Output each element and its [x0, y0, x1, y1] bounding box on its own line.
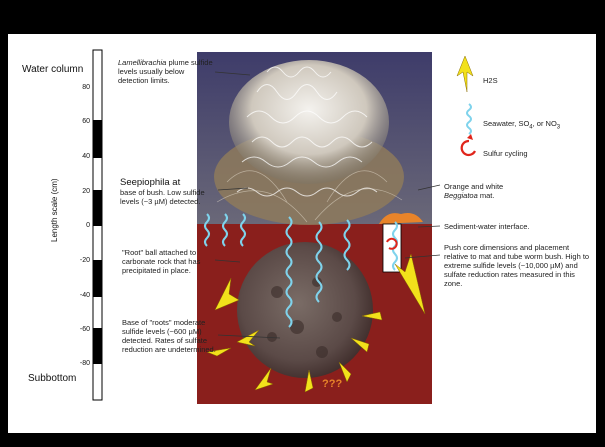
sulfur-cycle-icon [462, 141, 475, 155]
annotation-push-core: Push core dimensions and placement relat… [444, 243, 594, 288]
annotation-mat: Orange and white Beggiatoa mat. [444, 182, 564, 200]
annotation-plume: Lamellibrachia plume sulfide levels usua… [118, 58, 216, 85]
seepiophila-text: base of bush. Low sulfide levels (~3 µM)… [120, 188, 225, 206]
legend-seawater: Seawater, SO4, or NO3 [483, 119, 560, 131]
annotation-base-roots: Base of "roots" moderate sulfide levels … [122, 318, 220, 354]
seepiophila-title: Seepiophila at [120, 177, 225, 188]
mat-suffix: mat. [478, 191, 495, 200]
legend-seawater-sub3: 3 [557, 125, 560, 131]
mat-genus: Beggiatoa [444, 191, 478, 200]
seawater-wave-icon [467, 104, 471, 134]
legend-seawater-mid: , or NO [533, 119, 557, 128]
annotation-root-ball: "Root" ball attached to carbonate rock t… [122, 248, 218, 275]
legend-sulfur: Sulfur cycling [483, 149, 528, 158]
mat-prefix: Orange and white [444, 182, 503, 191]
legend-seawater-prefix: Seawater, SO [483, 119, 529, 128]
annotation-interface: Sediment-water interface. [444, 222, 574, 231]
legend-h2s: H2S [483, 76, 498, 85]
plume-genus: Lamellibrachia [118, 58, 166, 67]
annotation-seepiophila: Seepiophila at base of bush. Low sulfide… [120, 177, 225, 206]
h2s-arrow-icon [457, 56, 473, 92]
